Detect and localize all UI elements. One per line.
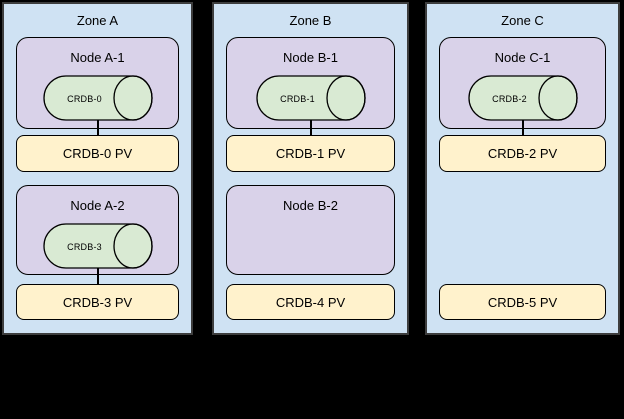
cylinder-shape bbox=[42, 223, 153, 269]
pod-to-pv-connector bbox=[521, 120, 524, 136]
pv-label: CRDB-5 PV bbox=[487, 294, 558, 310]
node-a2-title: Node A-2 bbox=[70, 198, 125, 213]
pv-box: CRDB-2 PV bbox=[439, 135, 606, 172]
database-cylinder-icon: CRDB-0 bbox=[42, 75, 153, 122]
zone-a-container: Zone A Node A-1 CRDB-0 CRDB-0 PV Node A-… bbox=[2, 2, 193, 335]
pod-to-pv-connector bbox=[309, 120, 312, 136]
node-b2-title: Node B-2 bbox=[283, 198, 338, 213]
node-a1-box: Node A-1 CRDB-0 bbox=[16, 37, 179, 129]
zone-c-title: Zone C bbox=[501, 13, 544, 28]
pv-label: CRDB-1 PV bbox=[275, 146, 346, 161]
pod-label: CRDB-1 bbox=[280, 93, 315, 104]
zone-b-title: Zone B bbox=[289, 13, 332, 28]
cylinder-shape bbox=[255, 75, 366, 121]
node-b2-box-empty: Node B-2 bbox=[226, 185, 395, 275]
pv-box: CRDB-4 PV bbox=[226, 284, 395, 320]
database-cylinder-icon: CRDB-1 bbox=[255, 75, 366, 122]
node-a2-box: Node A-2 CRDB-3 bbox=[16, 185, 179, 275]
node-a1-title: Node A-1 bbox=[70, 50, 125, 65]
cylinder-shape bbox=[467, 75, 578, 121]
node-b1-title: Node B-1 bbox=[283, 50, 338, 65]
database-cylinder-icon: CRDB-3 bbox=[42, 223, 153, 270]
pod-label: CRDB-3 bbox=[67, 241, 102, 252]
pv-label: CRDB-3 PV bbox=[62, 294, 133, 310]
pv-box: CRDB-5 PV bbox=[439, 284, 606, 320]
pod-to-pv-connector bbox=[96, 268, 99, 285]
database-cylinder-icon: CRDB-2 bbox=[467, 75, 578, 122]
pv-box: CRDB-0 PV bbox=[16, 135, 179, 172]
zone-c-container: Zone C Node C-1 CRDB-2 CRDB-2 PV CRDB-5 … bbox=[425, 2, 620, 335]
pv-label: CRDB-4 PV bbox=[275, 294, 346, 310]
pv-label: CRDB-2 PV bbox=[487, 146, 558, 161]
cylinder-shape bbox=[42, 75, 153, 121]
pv-box: CRDB-3 PV bbox=[16, 284, 179, 320]
zone-b-container: Zone B Node B-1 CRDB-1 CRDB-1 PV Node B-… bbox=[212, 2, 409, 335]
zone-a-title: Zone A bbox=[76, 13, 119, 28]
pv-box: CRDB-1 PV bbox=[226, 135, 395, 172]
node-b1-box: Node B-1 CRDB-1 bbox=[226, 37, 395, 129]
pod-label: CRDB-2 bbox=[492, 93, 527, 104]
pod-to-pv-connector bbox=[96, 120, 99, 136]
node-c1-box: Node C-1 CRDB-2 bbox=[439, 37, 606, 129]
pv-label: CRDB-0 PV bbox=[62, 146, 133, 161]
node-c1-title: Node C-1 bbox=[494, 50, 551, 65]
pod-label: CRDB-0 bbox=[67, 93, 102, 104]
